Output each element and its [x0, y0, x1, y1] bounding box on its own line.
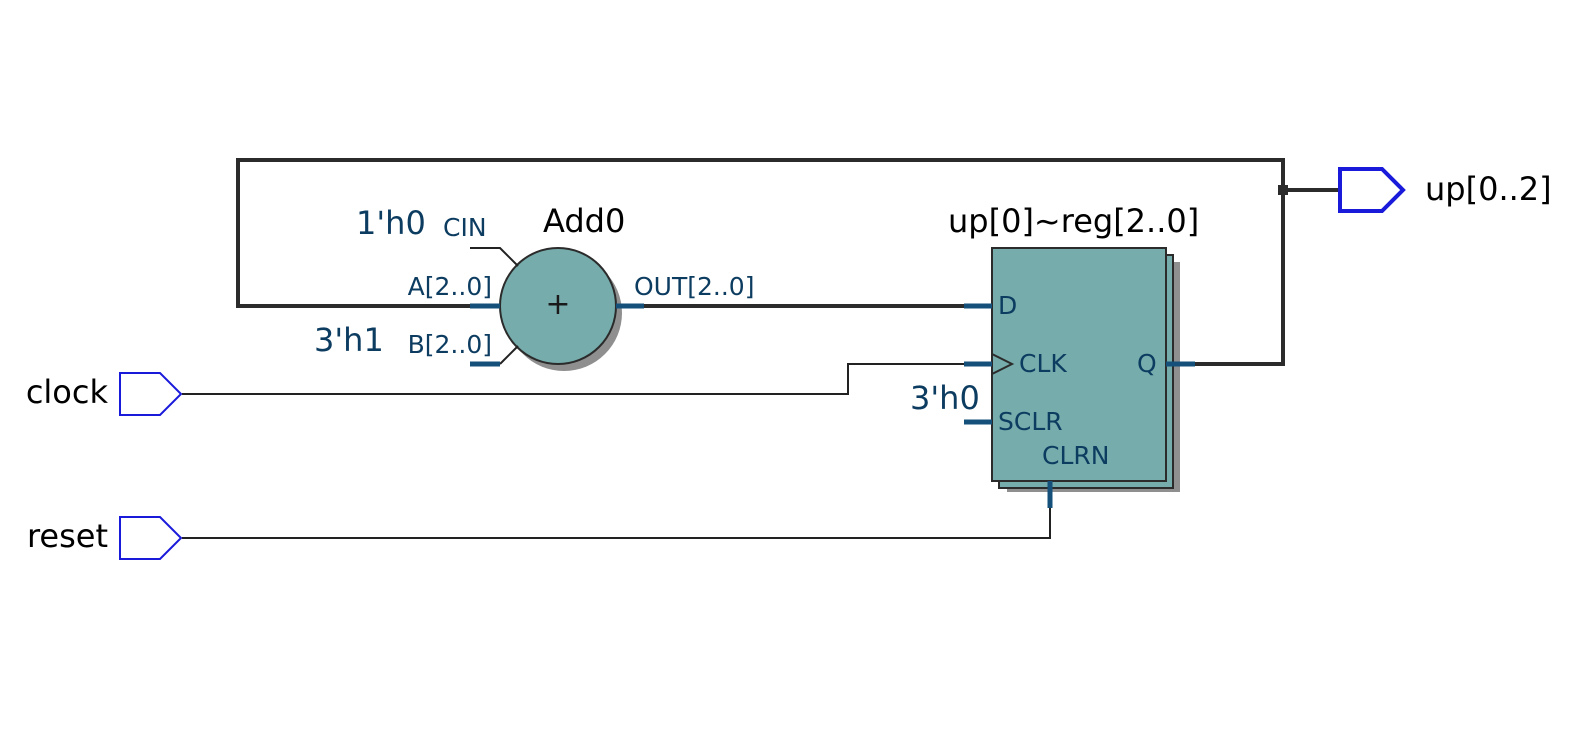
reset-wire — [182, 508, 1051, 539]
adder-cin-port-label: CIN — [443, 213, 487, 242]
up-output-label: up[0..2] — [1425, 170, 1552, 208]
adder-b-port-label: B[2..0] — [408, 330, 492, 359]
adder-cin-constant: 1'h0 — [356, 204, 426, 242]
reset-input-pin[interactable] — [119, 516, 183, 560]
register-clrn-port-label: CLRN — [1042, 441, 1109, 470]
adder-b-stub-diag — [499, 345, 519, 365]
register-front-layer — [991, 247, 1167, 482]
adder-plus-symbol: + — [545, 287, 570, 322]
clock-edge-triangle — [991, 353, 1015, 375]
up-output-pin[interactable] — [1338, 167, 1406, 213]
adder-name: Add0 — [543, 202, 625, 240]
register-sclr-constant: 3'h0 — [910, 379, 980, 417]
register-q-port-label: Q — [1137, 349, 1157, 378]
adder-block[interactable]: + — [499, 247, 622, 371]
register-clk-port-label: CLK — [1019, 349, 1067, 378]
clock-wire — [182, 363, 966, 395]
adder-cin-stub — [470, 247, 519, 267]
clock-label: clock — [26, 373, 109, 411]
register-block[interactable] — [991, 247, 1180, 492]
clock-input-pin[interactable] — [119, 372, 183, 416]
reset-label: reset — [27, 517, 108, 555]
feedback-bus-wire — [236, 158, 1285, 366]
adder-a-port-label: A[2..0] — [408, 272, 492, 301]
bus-junction-dot — [1278, 185, 1288, 195]
adder-b-constant: 3'h1 — [314, 321, 384, 359]
adder-out-port-label: OUT[2..0] — [634, 272, 754, 301]
register-d-port-label: D — [998, 291, 1017, 320]
register-name: up[0]~reg[2..0] — [948, 202, 1199, 240]
register-sclr-port-label: SCLR — [998, 407, 1063, 436]
